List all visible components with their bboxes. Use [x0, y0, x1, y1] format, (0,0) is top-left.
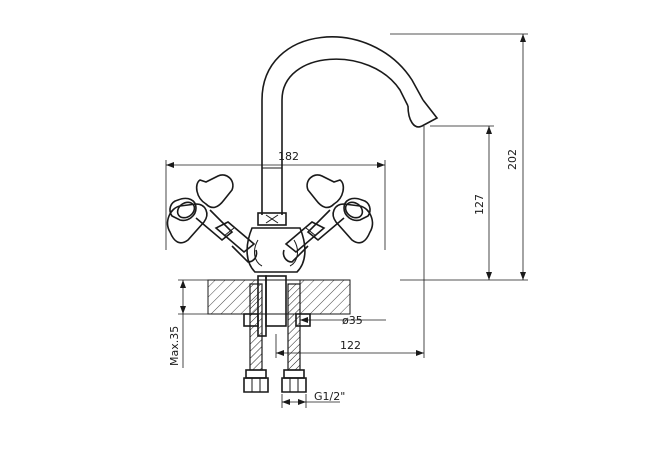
- dimension-max-deck: [178, 279, 252, 368]
- dimension-width-label: 182: [278, 150, 299, 163]
- dimension-total-height: [390, 33, 528, 281]
- dimension-width: [165, 160, 386, 250]
- left-handle: [166, 174, 258, 263]
- dimension-hole-label: ø35: [342, 314, 363, 327]
- faucet-body: [246, 227, 306, 273]
- right-handle: [282, 174, 374, 263]
- dimension-reach-label: 122: [340, 339, 361, 352]
- dimension-spout-height: [430, 125, 494, 280]
- spout-collar: [257, 212, 287, 226]
- dimension-thread: [281, 394, 340, 408]
- dimension-hole: [300, 317, 386, 323]
- dimension-total-height-label: 202: [506, 149, 519, 170]
- dimension-reach: [275, 126, 425, 358]
- sink-deck: [207, 279, 351, 315]
- flexible-hoses: [243, 283, 307, 393]
- spout: [261, 36, 439, 215]
- dimension-spout-height-label: 127: [473, 194, 486, 215]
- dimension-max-deck-label: Max.35: [168, 326, 181, 366]
- dimension-thread-label: G1/2": [314, 390, 345, 403]
